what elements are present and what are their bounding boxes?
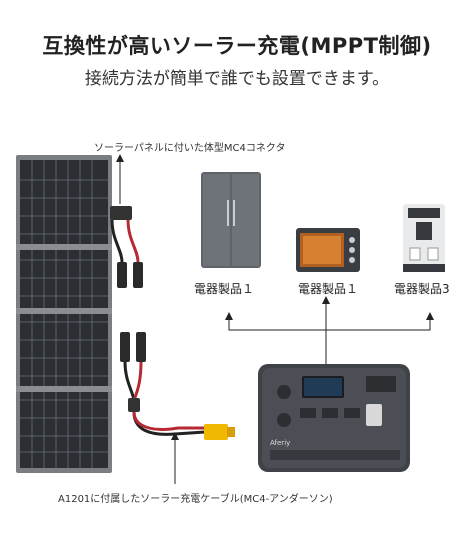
connector-label: ソーラーパネルに付いた体型MC4コネクタ xyxy=(94,143,286,154)
appliance-label-3: 電器製品3 xyxy=(394,282,450,296)
coffee-maker-icon xyxy=(403,204,445,272)
station-brand-text: Aferiy xyxy=(270,439,290,447)
oven-icon xyxy=(296,228,360,272)
headline: 互換性が高いソーラー充電(MPPT制御) xyxy=(42,34,432,58)
cable-label: A1201に付属したソーラー充電ケーブル(MC4-アンダーソン) xyxy=(58,494,333,505)
appliance-label-1: 電器製品１ xyxy=(194,282,255,296)
power-station xyxy=(258,364,410,472)
subline: 接続方法が簡単で誰でも設置できます。 xyxy=(84,69,390,89)
appliance-label-2: 電器製品１ xyxy=(298,282,359,296)
refrigerator-icon xyxy=(201,172,261,268)
solar-panel xyxy=(16,155,112,473)
